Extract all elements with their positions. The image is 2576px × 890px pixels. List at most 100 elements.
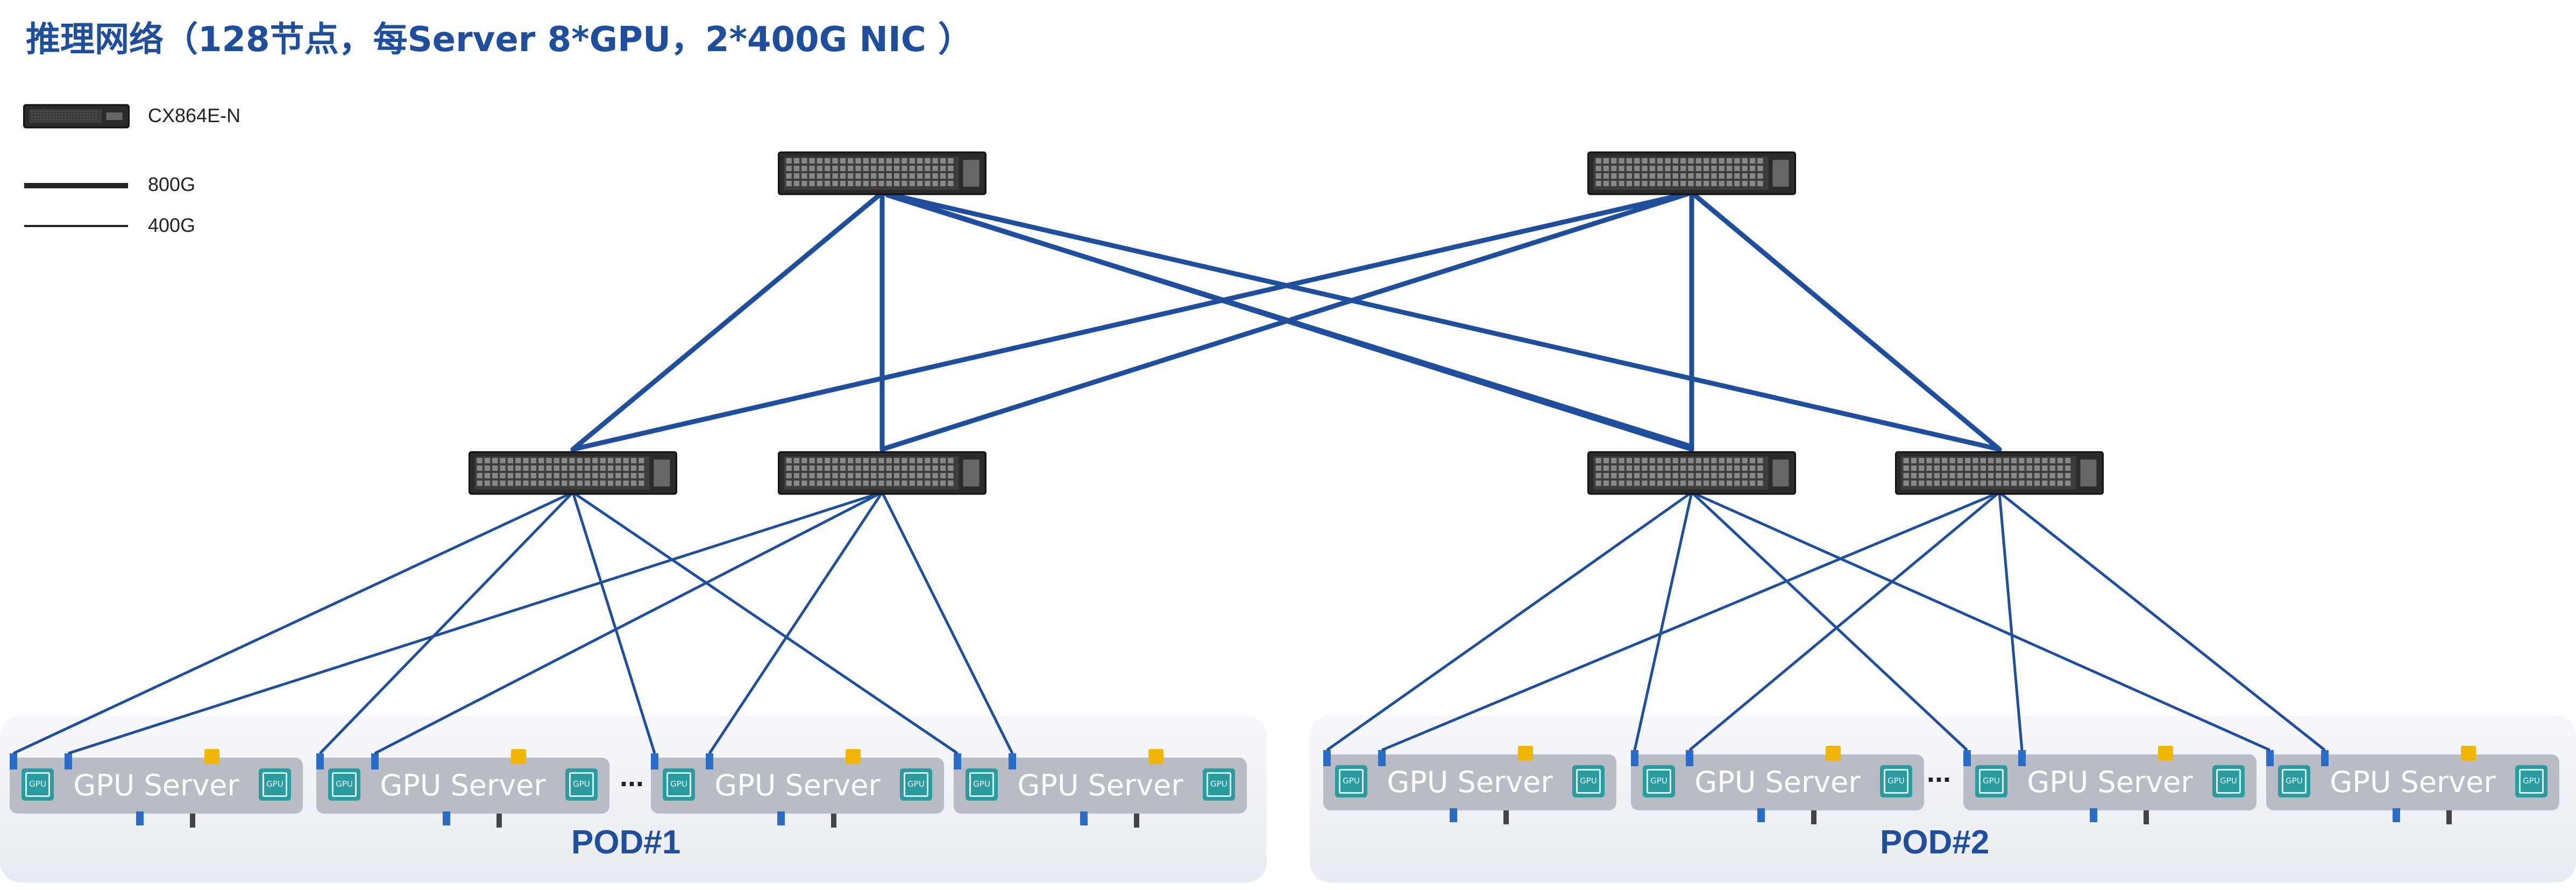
leaf-server-link: [1998, 492, 2024, 751]
nic-port-icon: [2018, 750, 2026, 766]
status-tag-icon: [1518, 746, 1533, 761]
gpu-chip-label: GPU: [1343, 776, 1360, 786]
gpu-server-label: GPU Server: [1387, 765, 1553, 799]
spine-leaf-link: [1689, 190, 2002, 452]
gpu-server: GPU GPU GPU Server: [651, 749, 944, 828]
nic-card-icon: [443, 811, 450, 825]
spine-switch-icon: [778, 151, 987, 195]
gpu-chip-label: GPU: [1210, 779, 1227, 789]
leaf-switch-icon: [469, 451, 677, 495]
gpu-server: GPU GPU GPU Server: [2266, 746, 2559, 824]
leaf-server-link: [1326, 491, 1693, 752]
gpu-server-label: GPU Server: [714, 768, 881, 802]
gpu-server: GPU GPU GPU Server: [10, 749, 303, 828]
gpu-chip-icon: GPU: [1643, 765, 1675, 797]
status-tag-icon: [2461, 746, 2476, 761]
status-tag-icon: [204, 749, 219, 764]
gpu-chip-label: GPU: [670, 779, 687, 789]
port-pin-icon: [190, 814, 195, 828]
nic-card-icon: [2090, 808, 2097, 822]
leaf-server-link: [68, 491, 883, 755]
leaf-switch-icon: [1587, 451, 1796, 495]
legend-device-label: CX864E-N: [148, 104, 241, 126]
gpu-chip-label: GPU: [973, 779, 990, 789]
gpu-chip-icon: GPU: [22, 768, 54, 801]
gpu-chip-label: GPU: [1983, 776, 2000, 786]
gpu-chip-icon: GPU: [2278, 765, 2310, 797]
gpu-server: GPU GPU GPU Server: [1963, 746, 2256, 824]
gpu-chip-icon: GPU: [2212, 765, 2245, 797]
legend-switch-icon: [23, 104, 130, 129]
port-pin-icon: [2144, 810, 2149, 824]
nic-card-icon: [1757, 808, 1765, 822]
gpu-chip-icon: GPU: [328, 768, 360, 801]
leaf-server-link: [881, 491, 1014, 754]
leaf-server-link: [12, 491, 574, 755]
pod-2-ellipsis: ...: [1927, 756, 1951, 788]
pod-1-label: POD#1: [571, 824, 681, 861]
port-pin-icon: [1811, 810, 1816, 824]
gpu-server-label: GPU Server: [1017, 768, 1183, 802]
gpu-server-label: GPU Server: [380, 768, 546, 802]
gpu-chip-label: GPU: [2286, 776, 2303, 786]
gpu-chip-label: GPU: [1887, 776, 1905, 786]
port-pin-icon: [496, 814, 502, 828]
leaf-server-link: [1633, 492, 1693, 751]
gpu-chip-icon: GPU: [966, 768, 998, 801]
nic-port-icon: [316, 753, 324, 769]
gpu-chip-icon: GPU: [663, 768, 695, 801]
spine-leaf-link: [885, 192, 1693, 449]
gpu-server: GPU GPU GPU Server: [1323, 746, 1616, 824]
nic-card-icon: [777, 811, 785, 825]
nic-port-icon: [1963, 750, 1971, 766]
status-tag-icon: [1148, 749, 1163, 764]
gpu-chip-icon: GPU: [1203, 768, 1235, 801]
gpu-server-label: GPU Server: [2330, 765, 2496, 799]
spine-leaf-link: [879, 190, 2002, 452]
gpu-chip-icon: GPU: [259, 768, 291, 801]
leaf-server-link: [571, 492, 656, 754]
pod-1-ellipsis: ...: [620, 760, 644, 793]
nic-port-icon: [1686, 750, 1693, 766]
gpu-chip-label: GPU: [907, 779, 925, 789]
leaf-server-link: [708, 491, 884, 754]
nic-card-icon: [2393, 808, 2400, 822]
gpu-chip-label: GPU: [29, 779, 46, 789]
nic-port-icon: [651, 753, 658, 769]
legend-800g-label: 800G: [148, 173, 196, 195]
nic-port-icon: [65, 753, 72, 769]
leaf-server-link: [1688, 491, 2000, 751]
gpu-chip-icon: GPU: [1880, 765, 1912, 797]
legend-400g-label: 400G: [148, 214, 196, 236]
gpu-server: GPU GPU GPU Server: [954, 749, 1247, 828]
gpu-chip-icon: GPU: [2515, 765, 2547, 797]
gpu-server-label: GPU Server: [73, 768, 239, 802]
gpu-chip-label: GPU: [1650, 776, 1667, 786]
gpu-chip-icon: GPU: [900, 768, 932, 801]
nic-port-icon: [2266, 750, 2274, 766]
nic-port-icon: [10, 753, 17, 769]
gpu-server: GPU GPU GPU Server: [1631, 746, 1924, 824]
nic-port-icon: [954, 753, 961, 769]
status-tag-icon: [1826, 746, 1841, 761]
port-pin-icon: [831, 814, 836, 828]
nic-port-icon: [2321, 750, 2329, 766]
nic-card-icon: [136, 811, 144, 825]
diagram-title: 推理网络（128节点，每Server 8*GPU，2*400G NIC ）: [26, 20, 973, 60]
status-tag-icon: [511, 749, 526, 764]
nic-port-icon: [1323, 750, 1331, 766]
nic-port-icon: [1631, 750, 1638, 766]
gpu-chip-label: GPU: [573, 779, 590, 789]
leaf-server-link: [1998, 491, 2326, 751]
gpu-server-label: GPU Server: [1694, 765, 1861, 799]
nic-port-icon: [706, 753, 713, 769]
gpu-chip-label: GPU: [1580, 776, 1597, 786]
gpu-chip-icon: GPU: [1572, 765, 1605, 797]
leaf-server-link: [572, 491, 959, 755]
port-pin-icon: [1134, 814, 1139, 828]
nic-port-icon: [1378, 750, 1386, 766]
gpu-server-label: GPU Server: [2027, 765, 2193, 799]
nic-card-icon: [1080, 811, 1088, 825]
gpu-chip-label: GPU: [2523, 776, 2540, 786]
